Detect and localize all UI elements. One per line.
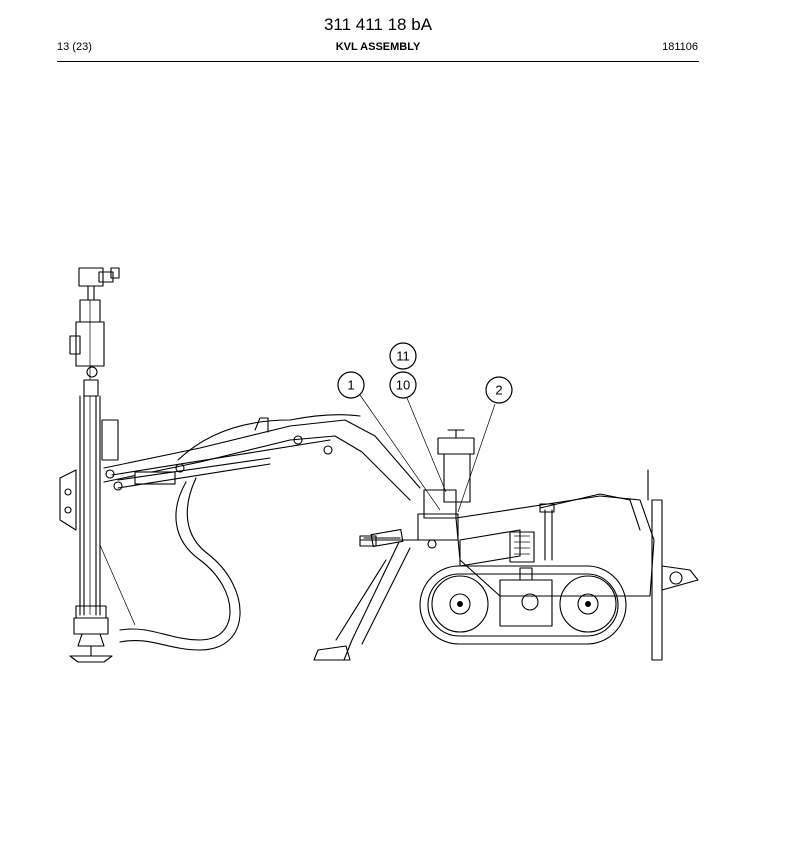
crawler-track: [419, 565, 627, 645]
document-date: 181106: [662, 41, 698, 53]
hydraulic-hose: [99, 477, 241, 651]
callout-1: 1: [337, 371, 365, 399]
callout-10: 10: [389, 371, 417, 399]
header-divider: [57, 61, 699, 62]
boom: [103, 414, 421, 501]
callout-11: 11: [389, 342, 417, 370]
callout-10-label: 10: [396, 378, 410, 393]
document-number: 311 411 18 bA: [323, 15, 433, 34]
feed-mast: [59, 267, 120, 663]
callout-leaders: [359, 394, 496, 513]
callout-1-label: 1: [347, 378, 354, 393]
callout-2: 2: [485, 376, 513, 404]
document-title: KVL ASSEMBLY: [335, 41, 421, 53]
callout-11-label: 11: [396, 349, 410, 364]
carrier-body: [359, 429, 699, 661]
page-reference: 13 (23): [57, 41, 92, 53]
stabilizer-leg: [313, 528, 411, 661]
callout-2-label: 2: [495, 383, 502, 398]
